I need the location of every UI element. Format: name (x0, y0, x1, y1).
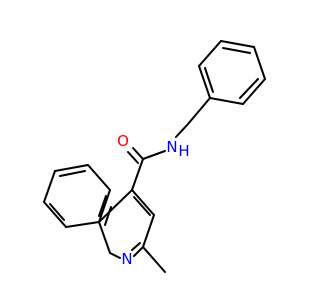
structure-diagram: O N H N (43, 40, 266, 273)
bond (127, 151, 139, 164)
bond-inner (49, 203, 65, 221)
bond (142, 246, 166, 273)
molecule-canvas: O N H N (43, 40, 266, 273)
bond-inner (98, 195, 107, 217)
bond (142, 214, 155, 248)
bond (87, 164, 111, 191)
bond (175, 123, 189, 138)
bond-inner (204, 67, 214, 93)
bond-inner (131, 242, 141, 251)
bond-inner (239, 78, 259, 99)
bond (43, 170, 56, 203)
bond (142, 150, 166, 160)
amide-linker (127, 97, 211, 191)
bond (209, 97, 244, 105)
bond (43, 201, 67, 228)
bond (220, 40, 255, 48)
oxygen-label: O (117, 132, 129, 150)
bond (198, 65, 211, 99)
bond-inner (133, 196, 151, 216)
amide-hydrogen-label: H (178, 142, 189, 160)
bond (98, 189, 133, 223)
bond-inner (59, 170, 86, 177)
bond (253, 46, 266, 80)
pyridine-ring (98, 189, 166, 273)
bond (98, 221, 111, 254)
benzo-ring (43, 164, 111, 228)
bond (109, 252, 121, 259)
bond (132, 147, 144, 160)
bond (187, 97, 211, 125)
ring-nitrogen-label: N (121, 250, 132, 268)
bond (98, 189, 111, 223)
amide-nitrogen-label: N (166, 138, 177, 156)
bond (242, 78, 266, 105)
bond-inner (104, 206, 112, 226)
bond (133, 246, 144, 257)
bond (198, 40, 222, 67)
bond-inner (222, 47, 251, 54)
bond (131, 189, 155, 216)
bond (65, 221, 100, 228)
bond (54, 164, 89, 172)
bond (131, 158, 144, 191)
phenyl-ring (198, 40, 266, 105)
